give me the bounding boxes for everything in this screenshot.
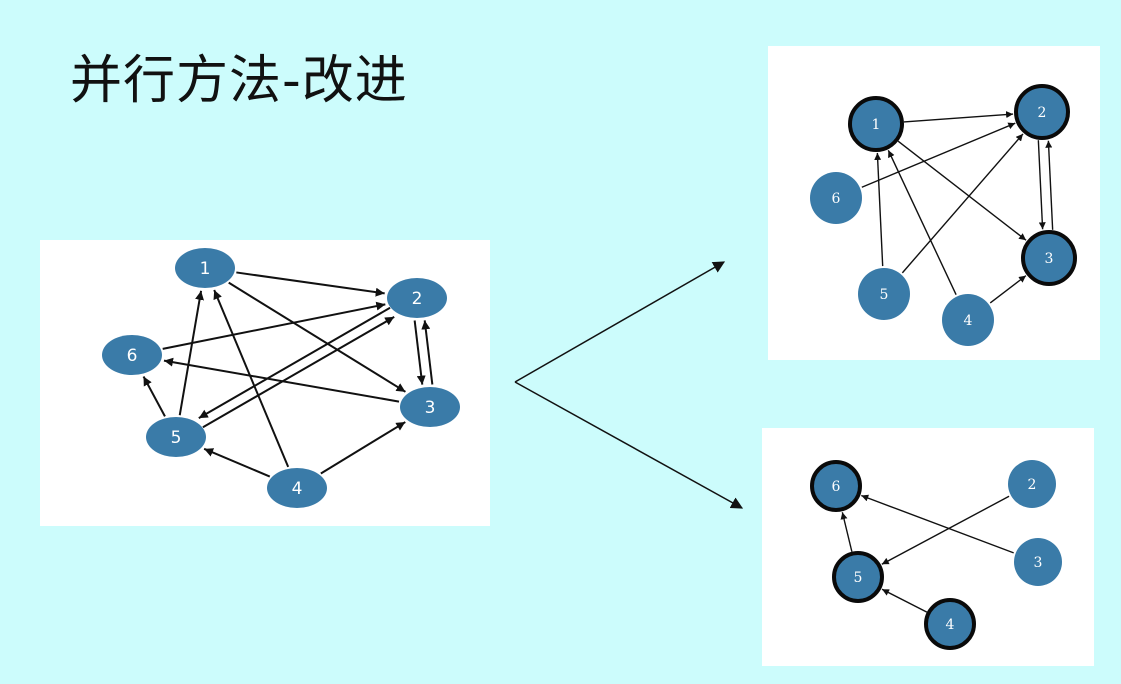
edge-6-2 (861, 122, 1016, 188)
node-2: 2 (1014, 84, 1070, 140)
page-title: 并行方法-改进 (70, 51, 408, 111)
node-3: 3 (1021, 230, 1077, 286)
node-circle (267, 468, 327, 508)
node-label: 5 (880, 287, 889, 303)
node-label: 4 (946, 617, 955, 633)
node-label: 5 (854, 570, 863, 586)
edge-4-1 (213, 289, 290, 468)
node-circle (102, 335, 162, 375)
node-1: 1 (175, 248, 235, 288)
node-4: 4 (267, 468, 327, 508)
edge-5-6 (142, 376, 166, 417)
node-label: 2 (412, 289, 423, 309)
edge-6-2 (162, 301, 386, 350)
node-circle (924, 598, 976, 650)
node-label: 2 (1038, 105, 1047, 121)
node-3: 3 (1014, 538, 1062, 586)
node-label: 1 (200, 259, 211, 279)
node-5: 5 (146, 417, 206, 457)
node-6: 6 (810, 460, 862, 512)
edge-5-2 (202, 316, 395, 429)
edge-4-3 (989, 275, 1027, 304)
node-circle (858, 268, 910, 320)
node-circle (832, 551, 884, 603)
node-6: 6 (102, 335, 162, 375)
original-graph: 1 2 3 4 5 6 (102, 248, 460, 508)
node-circle (400, 387, 460, 427)
subgraph-1-panel: 1 2 3 4 5 6 (768, 46, 1100, 360)
edge-4-5 (203, 447, 271, 478)
node-2: 2 (1008, 460, 1056, 508)
node-label: 6 (832, 191, 841, 207)
edge-5-1 (874, 152, 884, 267)
edge-2-5 (198, 306, 391, 419)
edge-2-5 (881, 495, 1010, 565)
edge-3-6 (163, 357, 400, 403)
edge-3-2 (421, 320, 434, 385)
node-label: 3 (425, 398, 436, 418)
edge-1-2 (903, 111, 1014, 123)
node-circle (942, 294, 994, 346)
node-circle (1014, 84, 1070, 140)
edge-4-5 (881, 588, 928, 613)
node-2: 2 (387, 278, 447, 318)
node-3: 3 (400, 387, 460, 427)
node-circle (810, 460, 862, 512)
subgraph-1: 1 2 3 4 5 6 (810, 84, 1077, 346)
edge-1-3 (228, 281, 406, 393)
edge-5-2 (901, 133, 1024, 274)
node-5: 5 (832, 551, 884, 603)
edge-1-3 (897, 140, 1027, 241)
node-circle (1008, 460, 1056, 508)
node-circle (387, 278, 447, 318)
edge-1-2 (236, 271, 385, 297)
split-arrow-lower (514, 381, 744, 509)
edge-3-6 (861, 494, 1014, 554)
node-label: 3 (1045, 251, 1054, 267)
node-label: 5 (171, 428, 182, 448)
edge-5-1 (178, 290, 204, 416)
edge-2-3 (1037, 140, 1046, 230)
node-4: 4 (942, 294, 994, 346)
node-circle (1021, 230, 1077, 286)
edge-2-3 (413, 320, 426, 385)
edge-4-1 (887, 149, 957, 295)
node-label: 4 (964, 313, 973, 329)
edge-4-3 (320, 421, 406, 475)
original-graph-panel: 1 2 3 4 5 6 (40, 240, 490, 526)
node-label: 3 (1034, 555, 1043, 571)
node-5: 5 (858, 268, 910, 320)
node-4: 4 (924, 598, 976, 650)
node-label: 4 (292, 479, 303, 499)
node-6: 6 (810, 172, 862, 224)
node-circle (848, 96, 904, 152)
edge-5-6 (840, 512, 853, 552)
node-circle (175, 248, 235, 288)
node-label: 6 (127, 346, 138, 366)
subgraph-2-panel: 6 5 4 2 3 (762, 428, 1094, 666)
split-arrow-upper (514, 261, 726, 383)
node-label: 2 (1028, 477, 1037, 493)
subgraph-2: 6 5 4 2 3 (810, 460, 1062, 650)
edge-3-2 (1045, 140, 1054, 230)
node-circle (146, 417, 206, 457)
node-circle (810, 172, 862, 224)
node-1: 1 (848, 96, 904, 152)
node-label: 6 (832, 479, 841, 495)
node-circle (1014, 538, 1062, 586)
node-label: 1 (872, 117, 881, 133)
